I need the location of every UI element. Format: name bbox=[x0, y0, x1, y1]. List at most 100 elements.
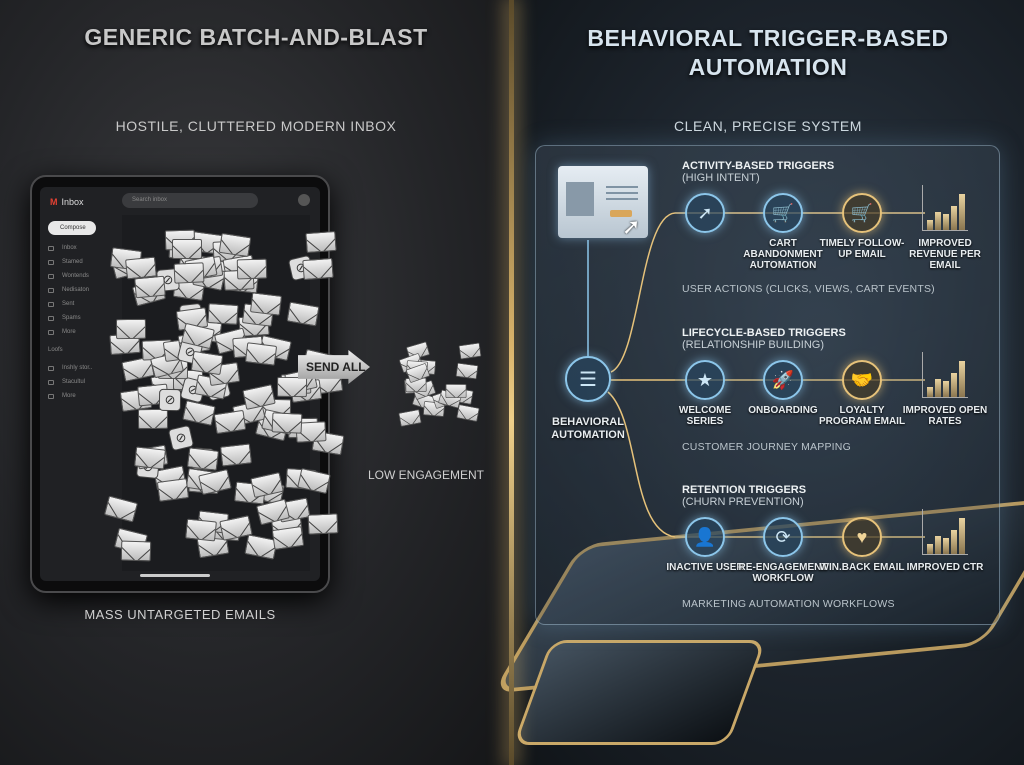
home-indicator bbox=[140, 574, 210, 577]
sidebar-item-label: Wontends bbox=[62, 273, 89, 279]
chart-bar bbox=[935, 536, 941, 554]
chart-bar bbox=[951, 530, 957, 554]
sidebar-item-label: Inshly stor.. bbox=[62, 365, 93, 371]
sidebar-icon bbox=[48, 273, 54, 279]
chart-bar bbox=[927, 544, 933, 554]
result-label: IMPROVED CTR bbox=[906, 562, 984, 573]
row-caption: USER ACTIONS (CLICKS, VIEWS, CART EVENTS… bbox=[682, 283, 935, 295]
sidebar-icon bbox=[48, 393, 54, 399]
cart-icon: 🛒 bbox=[763, 193, 803, 233]
chart-bar bbox=[927, 387, 933, 397]
chart-bar bbox=[959, 518, 965, 554]
cursor-click-icon: ➚ bbox=[685, 193, 725, 233]
cursor-icon: ➚ bbox=[622, 214, 641, 239]
right-title: BEHAVIORAL TRIGGER-BASED AUTOMATION bbox=[512, 24, 1024, 82]
sidebar-item[interactable]: Wontends bbox=[48, 273, 89, 279]
app-name: Inbox bbox=[61, 197, 84, 207]
sidebar-item-label: Stamed bbox=[62, 259, 83, 265]
chart-bar bbox=[959, 194, 965, 230]
chart-bar bbox=[935, 379, 941, 397]
sidebar-item[interactable]: Nedisaton bbox=[48, 287, 89, 293]
sidebar-item[interactable]: Stamed bbox=[48, 259, 83, 265]
rocket-icon: 🚀 bbox=[763, 360, 803, 400]
sidebar-item[interactable]: Stacultul bbox=[48, 379, 85, 385]
sidebar-item-label: Nedisaton bbox=[62, 287, 90, 293]
cart-email-icon: 🛒 bbox=[842, 193, 882, 233]
user-icon: 👤 bbox=[685, 517, 725, 557]
node-label: TIMELY FOLLOW-UP EMAIL bbox=[819, 238, 905, 260]
row-title: RETENTION TRIGGERS(CHURN PREVENTION) bbox=[682, 484, 806, 508]
divider bbox=[509, 0, 514, 765]
sidebar-item[interactable]: More bbox=[48, 393, 76, 399]
sidebar-item-label: Loofs bbox=[48, 347, 63, 353]
row-caption: CUSTOMER JOURNEY MAPPING bbox=[682, 441, 851, 453]
node-label: INACTIVE USER bbox=[666, 562, 744, 573]
row-title: ACTIVITY-BASED TRIGGERS(HIGH INTENT) bbox=[682, 160, 834, 184]
sidebar-item[interactable]: Inshly stor.. bbox=[48, 365, 92, 371]
sidebar-item-label: More bbox=[62, 393, 76, 399]
growth-chart-icon bbox=[922, 509, 968, 555]
row-title-text: RETENTION TRIGGERS bbox=[682, 484, 807, 496]
row-title-text: LIFECYCLE-BASED TRIGGERS bbox=[682, 327, 846, 339]
sidebar-item-label: More bbox=[62, 329, 76, 335]
sidebar-item-label: Inbox bbox=[62, 245, 77, 251]
row-tag: (HIGH INTENT) bbox=[682, 172, 760, 184]
right-title-line1: BEHAVIORAL TRIGGER-BASED bbox=[587, 25, 949, 51]
buy-button-icon bbox=[610, 210, 632, 217]
sidebar-item[interactable]: Sent bbox=[48, 301, 74, 307]
chart-bar bbox=[943, 538, 949, 554]
sidebar-item[interactable]: More bbox=[48, 329, 76, 335]
shirt-icon bbox=[566, 182, 594, 216]
sidebar-icon bbox=[48, 301, 54, 307]
sidebar-icon bbox=[48, 245, 54, 251]
search-input[interactable]: Search inbox bbox=[122, 193, 258, 208]
sidebar-item[interactable]: Loofs bbox=[48, 347, 63, 353]
hub-sliders-icon: ☰ bbox=[565, 356, 611, 402]
sidebar-item[interactable]: Inbox bbox=[48, 245, 77, 251]
batch-and-blast-panel: GENERIC BATCH-AND-BLAST HOSTILE, CLUTTER… bbox=[0, 0, 512, 765]
node-label: WELCOME SERIES bbox=[678, 405, 732, 427]
node-label: RE-ENGAGEMENT WORKFLOW bbox=[738, 562, 828, 584]
right-title-line2: AUTOMATION bbox=[688, 54, 848, 80]
hub-label: BEHAVIORAL AUTOMATION bbox=[551, 416, 625, 441]
node-label: CART ABANDONMENT AUTOMATION bbox=[743, 238, 823, 271]
left-footer: MASS UNTARGETED EMAILS bbox=[84, 607, 276, 622]
chart-bar bbox=[951, 373, 957, 397]
refresh-cycle-icon: ⟳ bbox=[763, 517, 803, 557]
star-icon: ★ bbox=[685, 360, 725, 400]
sidebar-item[interactable]: Spams bbox=[48, 315, 81, 321]
row-title: LIFECYCLE-BASED TRIGGERS(RELATIONSHIP BU… bbox=[682, 327, 846, 351]
node-label: LOYALTY PROGRAM EMAIL bbox=[818, 405, 906, 427]
row-caption: MARKETING AUTOMATION WORKFLOWS bbox=[682, 598, 895, 610]
chart-bar bbox=[943, 214, 949, 230]
node-label: ONBOARDING bbox=[748, 405, 818, 416]
row-tag: (CHURN PREVENTION) bbox=[682, 496, 804, 508]
chart-bar bbox=[959, 361, 965, 397]
sidebar-icon bbox=[48, 329, 54, 335]
avatar[interactable] bbox=[298, 194, 310, 206]
row-title-text: ACTIVITY-BASED TRIGGERS bbox=[682, 160, 835, 172]
low-engagement-label: LOW ENGAGEMENT bbox=[368, 468, 485, 482]
webpage-product-icon: ➚ bbox=[558, 166, 648, 239]
heart-icon: ♥ bbox=[842, 517, 882, 557]
row-tag: (RELATIONSHIP BUILDING) bbox=[682, 339, 825, 351]
sidebar-item-label: Spams bbox=[62, 315, 81, 321]
chart-bar bbox=[943, 381, 949, 397]
left-subtitle: HOSTILE, CLUTTERED MODERN INBOX bbox=[115, 118, 397, 134]
chart-bar bbox=[935, 212, 941, 230]
sidebar-icon bbox=[48, 315, 54, 321]
result-label: IMPROVED OPEN RATES bbox=[902, 405, 988, 427]
mail-logo-icon: M bbox=[50, 197, 58, 207]
chart-bar bbox=[927, 220, 933, 230]
sidebar-icon bbox=[48, 287, 54, 293]
handshake-icon: 🤝 bbox=[842, 360, 882, 400]
left-title: GENERIC BATCH-AND-BLAST bbox=[84, 24, 428, 50]
node-label: WIN.BACK EMAIL bbox=[819, 562, 905, 573]
right-subtitle: CLEAN, PRECISE SYSTEM bbox=[674, 118, 862, 134]
chart-bar bbox=[951, 206, 957, 230]
result-label: IMPROVED REVENUE PER EMAIL bbox=[909, 238, 981, 271]
compose-button[interactable]: Compose bbox=[48, 221, 96, 235]
sidebar-icon bbox=[48, 365, 54, 371]
growth-chart-icon bbox=[922, 352, 968, 398]
sidebar-icon bbox=[48, 259, 54, 265]
